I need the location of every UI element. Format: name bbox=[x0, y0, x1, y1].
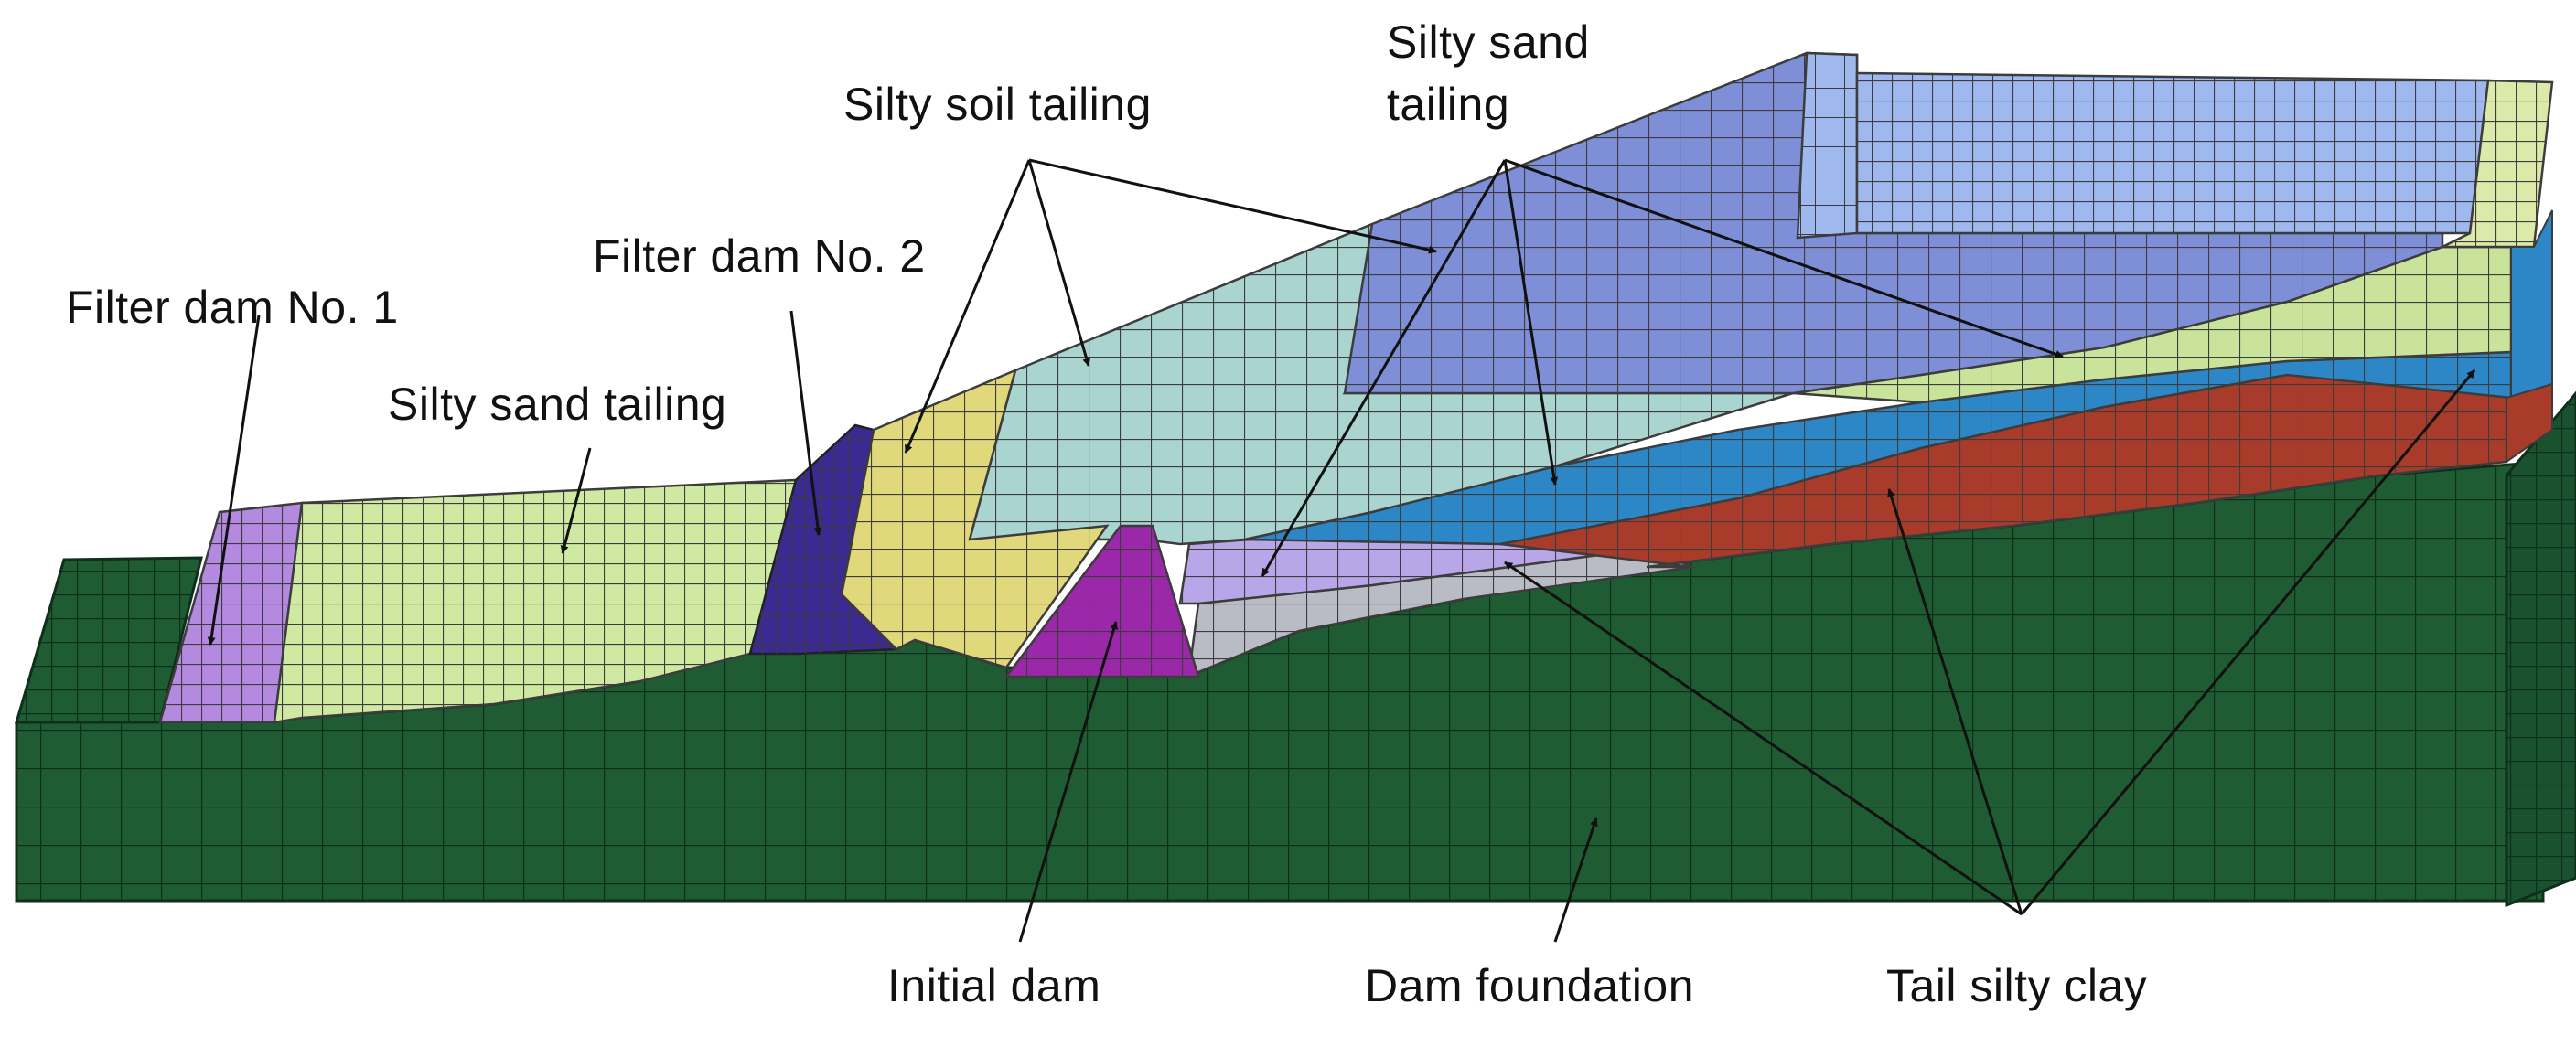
arrow-silty-soil-tailing-a bbox=[904, 159, 1031, 454]
label-initial-dam: Initial dam bbox=[887, 960, 1101, 1011]
arrow-dam-foundation bbox=[1553, 817, 1598, 943]
callout-arrows bbox=[207, 158, 2476, 943]
label-silty-soil-tailing: Silty soil tailing bbox=[843, 79, 1152, 130]
silty-sand-tailing-right-face bbox=[2510, 209, 2553, 400]
arrow-filter-dam-2 bbox=[789, 310, 822, 536]
arrow-tail-silty-clay-b bbox=[1887, 488, 2023, 915]
label-tail-silty-clay: Tail silty clay bbox=[1886, 960, 2148, 1011]
arrow-silty-sand-tailing-upper-a bbox=[1261, 159, 1507, 577]
arrow-silty-sand-tailing-lower bbox=[560, 447, 592, 554]
arrow-silty-sand-tailing-upper-b bbox=[1503, 159, 1559, 486]
label-silty-sand-tailing-lower: Silty sand tailing bbox=[388, 379, 727, 430]
label-filter-dam-2: Filter dam No. 2 bbox=[593, 230, 926, 282]
label-filter-dam-1: Filter dam No. 1 bbox=[66, 282, 399, 333]
dam-foundation-region bbox=[14, 390, 2576, 908]
arrow-filter-dam-1 bbox=[207, 315, 261, 646]
arrow-silty-soil-tailing-b bbox=[1027, 159, 1091, 367]
arrow-silty-soil-tailing-c bbox=[1028, 158, 1437, 254]
label-silty-sand-tailing-upper-1: Silty sand bbox=[1387, 16, 1590, 68]
arrow-initial-dam bbox=[1018, 621, 1118, 943]
arrow-tail-silty-clay-a bbox=[1504, 561, 2023, 916]
arrow-tail-silty-clay-c bbox=[2020, 369, 2476, 915]
arrow-silty-sand-tailing-upper-c bbox=[1504, 158, 2064, 358]
label-silty-sand-tailing-upper-2: tailing bbox=[1387, 79, 1510, 130]
label-dam-foundation: Dam foundation bbox=[1365, 960, 1695, 1011]
